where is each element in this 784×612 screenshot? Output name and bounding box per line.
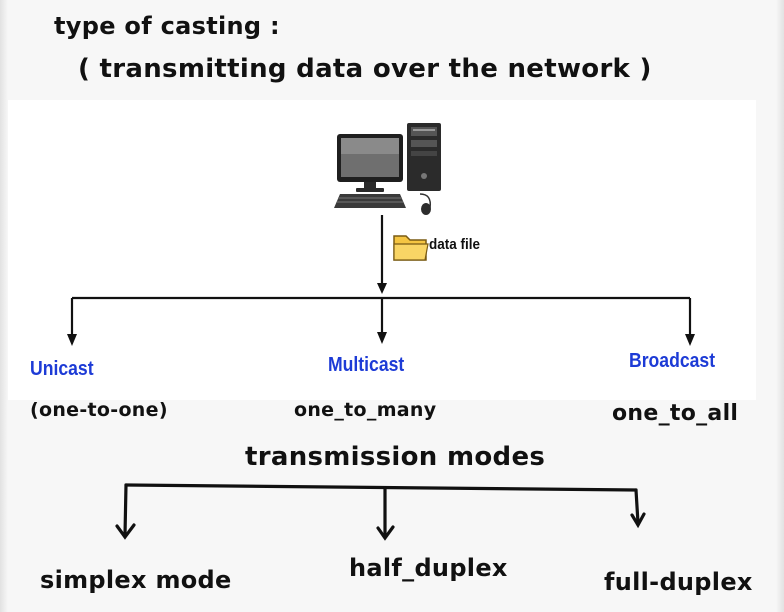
title-line-2: ( transmitting data over the network ) [78,54,652,84]
unicast-description: (one-to-one) [30,399,168,421]
multicast-label: Multicast [328,354,405,376]
left-edge-shadow [0,0,8,612]
unicast-label: Unicast [30,358,94,380]
data-file-label: data file [429,236,481,253]
transmission-modes-heading: transmission modes [245,442,546,472]
simplex-mode-label: simplex mode [40,566,232,594]
folder-icon [393,235,429,261]
title-line-1: type of casting : [54,12,280,40]
desktop-computer-icon [334,123,441,215]
right-edge-shadow [776,0,784,612]
half-duplex-label: half_duplex [349,554,508,582]
multicast-description: one_to_many [294,399,437,421]
broadcast-label: Broadcast [629,350,716,372]
broadcast-description: one_to_all [612,401,739,426]
full-duplex-label: full-duplex [604,568,753,596]
